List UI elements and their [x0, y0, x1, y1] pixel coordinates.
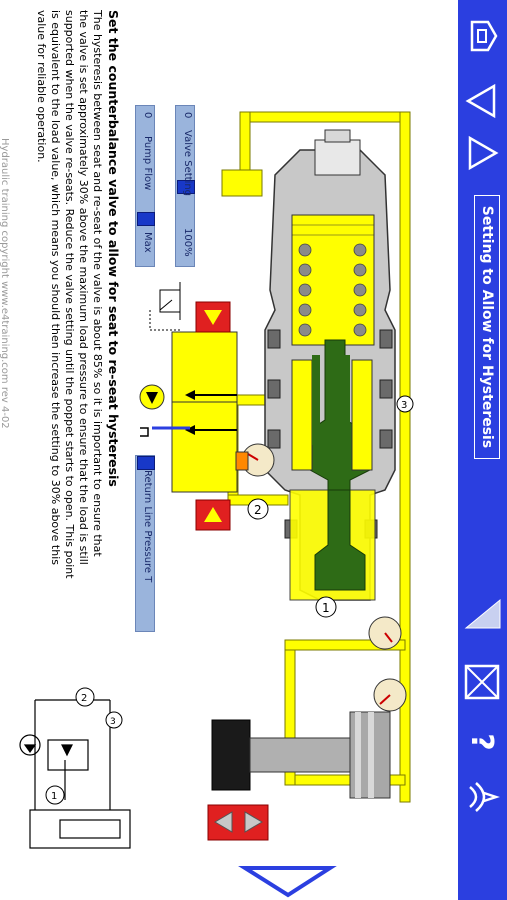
- valve-setting-label: Valve Setting: [182, 130, 193, 197]
- return-line-label: Return Line Pressure T: [142, 470, 153, 583]
- copyright-text: Hydraulic training copyright www.e4train…: [0, 138, 10, 429]
- bottom-chevron-icon[interactable]: [238, 866, 337, 898]
- return-line-slider[interactable]: [135, 455, 155, 632]
- description-line-1: The hysteresis between seat and re-seat …: [91, 10, 104, 557]
- pump-flow-label: Pump Flow: [142, 136, 153, 191]
- pump-flow-max: Max: [142, 232, 153, 253]
- mini-marker-1: 1: [51, 791, 57, 802]
- home-icon[interactable]: [458, 14, 507, 58]
- description-line-2: the valve is set approximately 30% above…: [77, 10, 90, 565]
- valve-setting-max: 100%: [182, 228, 193, 257]
- valve-setting-min: 0: [182, 112, 193, 119]
- triangle-down-icon[interactable]: [458, 130, 507, 174]
- mail-icon[interactable]: [458, 660, 507, 704]
- description-line-4: is equivalent to the load value, which m…: [49, 10, 62, 566]
- sound-icon[interactable]: [458, 775, 507, 819]
- page-title: Setting to Allow for Hysteresis: [474, 195, 500, 459]
- description-line-5: value for reliable operation.: [35, 10, 48, 163]
- pump-flow-slider[interactable]: [135, 105, 155, 267]
- marker-3: 3: [401, 400, 407, 411]
- triangle-left-icon[interactable]: [458, 590, 507, 634]
- mini-marker-3: 3: [110, 717, 116, 727]
- pressure-gauges: [235, 443, 407, 712]
- valve-setting-slider[interactable]: [175, 105, 195, 267]
- description-line-3: supported when the valve re-seats. Reduc…: [63, 10, 76, 579]
- marker-2: 2: [254, 503, 262, 517]
- counterbalance-valve: [264, 129, 396, 601]
- return-line-thumb[interactable]: [137, 456, 155, 470]
- mini-marker-2: 2: [81, 693, 87, 704]
- triangle-up-icon[interactable]: [458, 78, 507, 122]
- svg-text:?: ?: [464, 733, 499, 750]
- valve-setting-thumb[interactable]: [177, 180, 195, 194]
- cylinder-controls[interactable]: [207, 804, 269, 841]
- hydraulic-cylinder: [211, 711, 391, 799]
- check-block: [221, 169, 263, 197]
- description-title: Set the counterbalance valve to allow fo…: [106, 10, 121, 487]
- marker-1: 1: [322, 601, 330, 615]
- help-icon[interactable]: ?: [458, 720, 507, 764]
- relief-symbol: [149, 282, 181, 331]
- markers: [45, 395, 414, 805]
- pump-flow-thumb[interactable]: [137, 212, 155, 226]
- directional-valve: [139, 301, 238, 531]
- pump-flow-min: 0: [142, 112, 153, 119]
